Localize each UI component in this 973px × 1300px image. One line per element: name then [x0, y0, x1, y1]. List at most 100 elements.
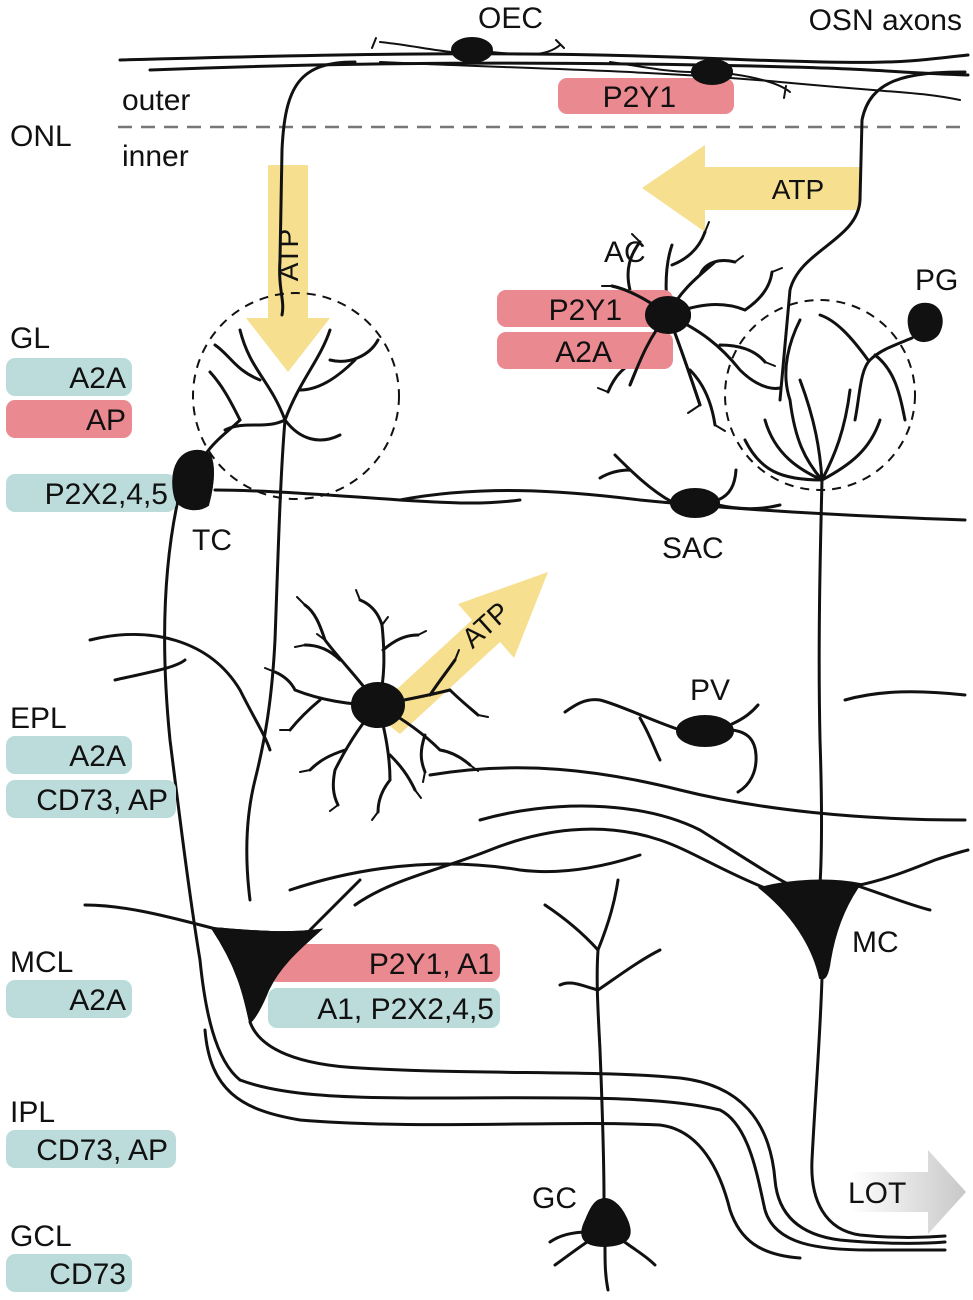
cell-label-pg: PG [915, 264, 958, 297]
ac-p2y1-badge: P2Y1 [497, 290, 673, 327]
mc-a1-p2x-badge: A1, P2X2,4,5 [268, 988, 500, 1028]
cell-label-osn: OSN axons [809, 4, 962, 37]
epl-a2a-badge: A2A [6, 736, 132, 774]
layer-label-mcl: MCL [10, 946, 73, 979]
osn-axon-bundle [118, 52, 970, 402]
atp-arrow-horizontal-shape [642, 145, 860, 232]
cell-label-pv: PV [690, 674, 730, 707]
mc-left-axon [248, 1020, 947, 1245]
epl-cd73-badge-bg [6, 780, 176, 818]
oec-process-2 [609, 61, 791, 99]
gcl-cd73-badge: CD73 [6, 1254, 132, 1292]
osn-axon-3 [379, 61, 961, 101]
epl-processes [88, 633, 967, 892]
pv-soma [676, 715, 734, 747]
microglia-processes [273, 598, 480, 814]
osn-axon-to-pg-glomerulus [778, 70, 967, 402]
osn-axon-1 [118, 52, 970, 64]
layer-label-gl: GL [10, 322, 50, 355]
atp-arrow-vertical-shape [246, 165, 330, 372]
pg-dendrites [818, 313, 914, 422]
tc-tuft-branches [208, 328, 380, 442]
cell-label-mc: MC [852, 926, 899, 959]
mc-apical-tuft [743, 318, 882, 482]
ac-processes-front [610, 284, 702, 407]
tc-axon [245, 418, 287, 902]
mc-left-soma-front [210, 926, 324, 1024]
epl-process-f [843, 690, 967, 702]
mc-p2y1-a1-badge: P2Y1, A1 [268, 944, 500, 982]
osn-axon-to-tc-glomerulus [278, 60, 357, 317]
oec-process-1 [371, 37, 565, 56]
sac-soma [670, 488, 720, 518]
epl-process-b [113, 658, 187, 682]
lot-fiber-tc [238, 1078, 947, 1252]
ac-fine-processes [597, 221, 783, 432]
epl-microglia [264, 589, 489, 821]
epl-a2a-badge-bg [6, 736, 132, 774]
cell-label-sac: SAC [662, 532, 724, 565]
ipl-cd73-badge-text: CD73, AP [36, 1134, 168, 1167]
lot-arrow: LOT [848, 1150, 966, 1234]
ac-a2a-badge-text: A2A [555, 336, 612, 369]
gl-ap-badge: AP [6, 400, 132, 438]
osn-axon-2 [148, 61, 970, 77]
gc-basal-dendrites [548, 1230, 657, 1292]
pg-soma [907, 302, 943, 342]
gl-p2x-badge: P2X2,4,5 [6, 474, 176, 512]
cell-label-ac: AC [604, 236, 646, 269]
gl-epl-process-left [213, 488, 522, 505]
mc-left-lateral-right [308, 878, 362, 932]
oec-soma-1 [451, 37, 493, 63]
ac-p2y1-badge-text: P2Y1 [549, 294, 622, 327]
layer-label-gcl: GCL [10, 1220, 72, 1253]
mcl-a2a-badge-bg [6, 980, 132, 1018]
layer-label-onl: ONL [10, 120, 72, 153]
atp-arrow-vertical-label: ATP [273, 229, 304, 281]
gl-p2x-badge-bg [6, 474, 176, 512]
tc-lateral-dendrite [163, 498, 242, 1082]
glomerulus-left [192, 292, 400, 500]
gcl-cd73-badge-text: CD73 [49, 1258, 126, 1291]
tc-primary-dendrite [203, 418, 242, 457]
mc-right-apical-dendrite [817, 478, 824, 887]
atp-arrow-diagonal: ATP [372, 572, 548, 734]
epl-a2a-badge-text: A2A [69, 740, 126, 773]
microglia-fine-processes [264, 589, 489, 821]
layer-label-inner: inner [122, 140, 189, 173]
oec-soma-2-front [691, 59, 733, 85]
gcl-cd73-badge-bg [6, 1254, 132, 1292]
layer-label-ipl: IPL [10, 1096, 55, 1129]
epl-cd73-badge: CD73, AP [6, 780, 176, 818]
ipl-cd73-badge: CD73, AP [6, 1130, 176, 1168]
cell-label-oec: OEC [478, 2, 543, 35]
sac-dendrites [598, 453, 782, 511]
pv-dendrites [563, 698, 760, 794]
mcl-a2a-badge: A2A [6, 980, 132, 1018]
ac-a2a-badge-bg [497, 332, 673, 369]
tc-dendritic-tuft [208, 328, 380, 442]
gl-a2a-badge-text: A2A [69, 362, 126, 395]
atp-arrow-horizontal: ATP [642, 145, 860, 232]
mcl-a2a-badge-text: A2A [69, 984, 126, 1017]
layer-label-epl: EPL [10, 702, 67, 735]
gl-p2x-badge-text: P2X2,4,5 [45, 478, 168, 511]
pg-cell [818, 302, 943, 422]
atp-arrow-diagonal-shape [372, 572, 548, 734]
epl-process-a [88, 633, 272, 752]
ac-a2a-badge: A2A [497, 332, 673, 369]
ipl-cd73-badge-bg [6, 1130, 176, 1168]
mc-tuft-branches [743, 318, 882, 482]
mc-right-soma [757, 879, 862, 980]
oec-p2y1-badge-text: P2Y1 [603, 81, 676, 114]
mc-left-lateral-left [83, 903, 222, 932]
cell-label-tc: TC [192, 524, 232, 557]
gl-a2a-badge: A2A [6, 358, 132, 396]
gl-a2a-badge-bg [6, 358, 132, 396]
epl-process-e [288, 853, 642, 892]
atp-arrow-vertical: ATP [246, 165, 330, 372]
pv-cell [563, 698, 760, 794]
gl-ap-badge-bg [6, 400, 132, 438]
oec-p2y1-badge-bg [558, 78, 734, 114]
